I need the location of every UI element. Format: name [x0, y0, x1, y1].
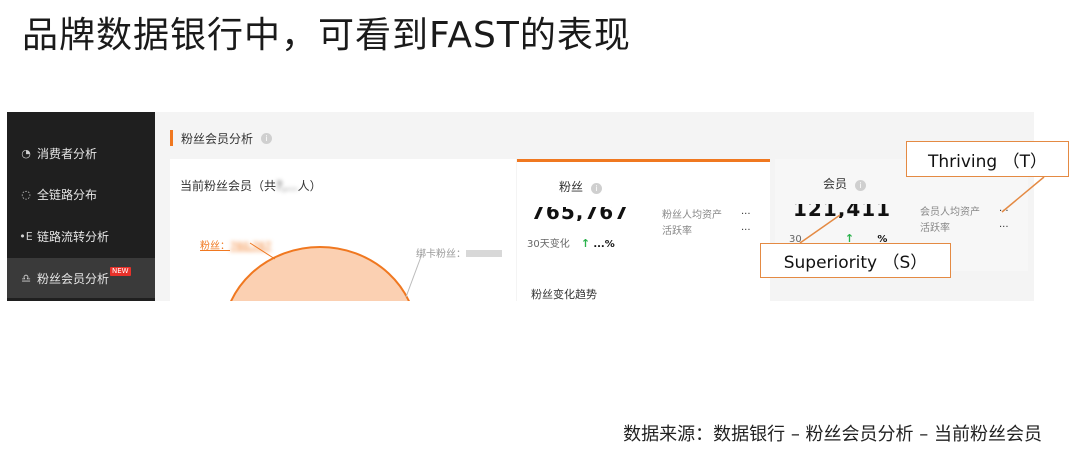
bound-fans-mask — [466, 250, 502, 257]
sidebar-item-label: 全链路分布 — [37, 187, 98, 202]
current-fans-members-card: 当前粉丝会员（共?,...人） 粉丝：760,767 绑卡粉丝： — [170, 159, 516, 301]
fans-asset-value: ... — [741, 206, 751, 217]
pie-leader-line-right — [405, 253, 423, 298]
fans-change-unit: % — [604, 239, 615, 250]
card-title-end: 人） — [297, 179, 322, 193]
source-note: 数据来源：数据银行 – 粉丝会员分析 – 当前粉丝会员 — [623, 424, 1042, 445]
sidebar-item-link-flow[interactable]: •E 链路流转分析 — [7, 216, 155, 256]
fans-trend-title: 粉丝变化趋势 — [531, 288, 597, 301]
flow-icon: •E — [19, 229, 33, 243]
bound-fans-label: 绑卡粉丝： — [416, 249, 466, 260]
members-asset-value: ... — [999, 203, 1009, 214]
clock-icon: ◔ — [21, 146, 31, 160]
sidebar-item-consumer-analysis[interactable]: ◔ 消费者分析 — [7, 133, 155, 173]
members-asset-label: 会员人均资产 — [920, 207, 980, 218]
up-arrow-icon: ↑ — [844, 232, 855, 245]
fans-legend: 粉丝：760,767 — [200, 237, 271, 252]
fans-asset-label: 粉丝人均资产 — [662, 210, 722, 221]
members-title-text: 会员 — [823, 177, 848, 191]
masked-total: ?,... — [276, 179, 298, 193]
new-badge: NEW — [110, 266, 131, 276]
accent-bar — [170, 130, 173, 146]
fans-active-value: ... — [741, 222, 751, 233]
users-icon: ♎ — [21, 271, 31, 285]
thriving-callout: Thriving （T） — [906, 141, 1069, 177]
members-change-unit: % — [877, 234, 888, 245]
fans-change-label: 30天变化 — [527, 239, 570, 250]
pie-slice — [230, 246, 410, 301]
members-card-title: 会员 i — [823, 175, 867, 192]
fans-change-value: ... — [593, 239, 605, 250]
sidebar-item-fan-member[interactable]: ♎ 粉丝会员分析 NEW — [7, 258, 155, 298]
superiority-callout: Superiority （S） — [760, 243, 951, 278]
fans-active-label: 活跃率 — [662, 226, 692, 237]
section-header: 粉丝会员分析 i — [170, 130, 273, 146]
info-icon[interactable]: i — [261, 132, 273, 144]
section-title: 粉丝会员分析 — [181, 131, 254, 146]
fans-title-text: 粉丝 — [559, 180, 584, 194]
members-active-value: ... — [999, 219, 1009, 230]
pie-leader-line — [249, 242, 276, 260]
sidebar: ◔ 消费者分析 ◌ 全链路分布 •E 链路流转分析 ♎ 粉丝会员分析 NEW — [7, 112, 155, 301]
sidebar-item-label: 粉丝会员分析 — [37, 271, 110, 286]
fans-card-title: 粉丝 i — [559, 178, 603, 195]
fans-legend-value: 760,767 — [230, 241, 272, 252]
pie-chart — [230, 242, 423, 301]
info-icon[interactable]: i — [591, 183, 603, 194]
members-change: 30 ↑ % — [789, 232, 887, 245]
fans-big-value: 765,767 — [531, 207, 630, 221]
loop-icon: ◌ — [21, 187, 31, 201]
card-title: 当前粉丝会员（共?,...人） — [180, 177, 322, 194]
card-title-text: 当前粉丝会员（共 — [180, 179, 277, 193]
members-active-label: 活跃率 — [920, 223, 950, 234]
slide-title: 品牌数据银行中，可看到FAST的表现 — [22, 15, 631, 56]
sidebar-item-label: 消费者分析 — [37, 146, 98, 161]
members-big-value: 121,411 — [793, 204, 892, 218]
up-arrow-icon: ↑ — [580, 237, 591, 250]
bound-fans-legend: 绑卡粉丝： — [416, 245, 502, 260]
members-change-label: 30 — [789, 234, 802, 245]
fans-legend-label: 粉丝： — [200, 241, 230, 252]
screenshot-panel: ◔ 消费者分析 ◌ 全链路分布 •E 链路流转分析 ♎ 粉丝会员分析 NEW 粉… — [7, 112, 1034, 301]
sidebar-item-label: 链路流转分析 — [37, 229, 110, 244]
sidebar-item-full-link[interactable]: ◌ 全链路分布 — [7, 174, 155, 214]
fans-change: 30天变化 ↑ ...% — [527, 235, 615, 250]
info-icon[interactable]: i — [855, 180, 867, 191]
